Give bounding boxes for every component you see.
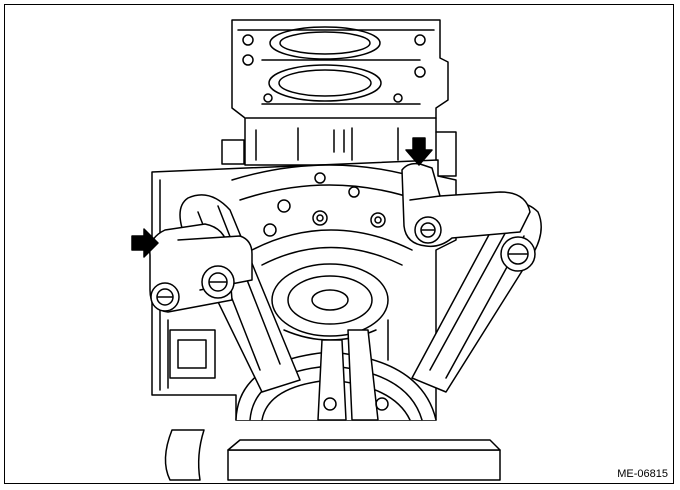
right-clamp-bar (401, 162, 536, 272)
bolt-right-lower (500, 236, 536, 272)
bolt-lower-left (150, 282, 180, 312)
bolt-middle-left (201, 265, 235, 299)
holder-base-plate (164, 429, 501, 481)
figure-code: ME-06815 (617, 468, 668, 480)
arrow-top-right (405, 137, 433, 166)
arrow-left-side (131, 228, 159, 258)
bolt-right-upper (414, 216, 442, 244)
cylinder-block-top (221, 19, 457, 177)
left-clamp-block (149, 223, 253, 313)
